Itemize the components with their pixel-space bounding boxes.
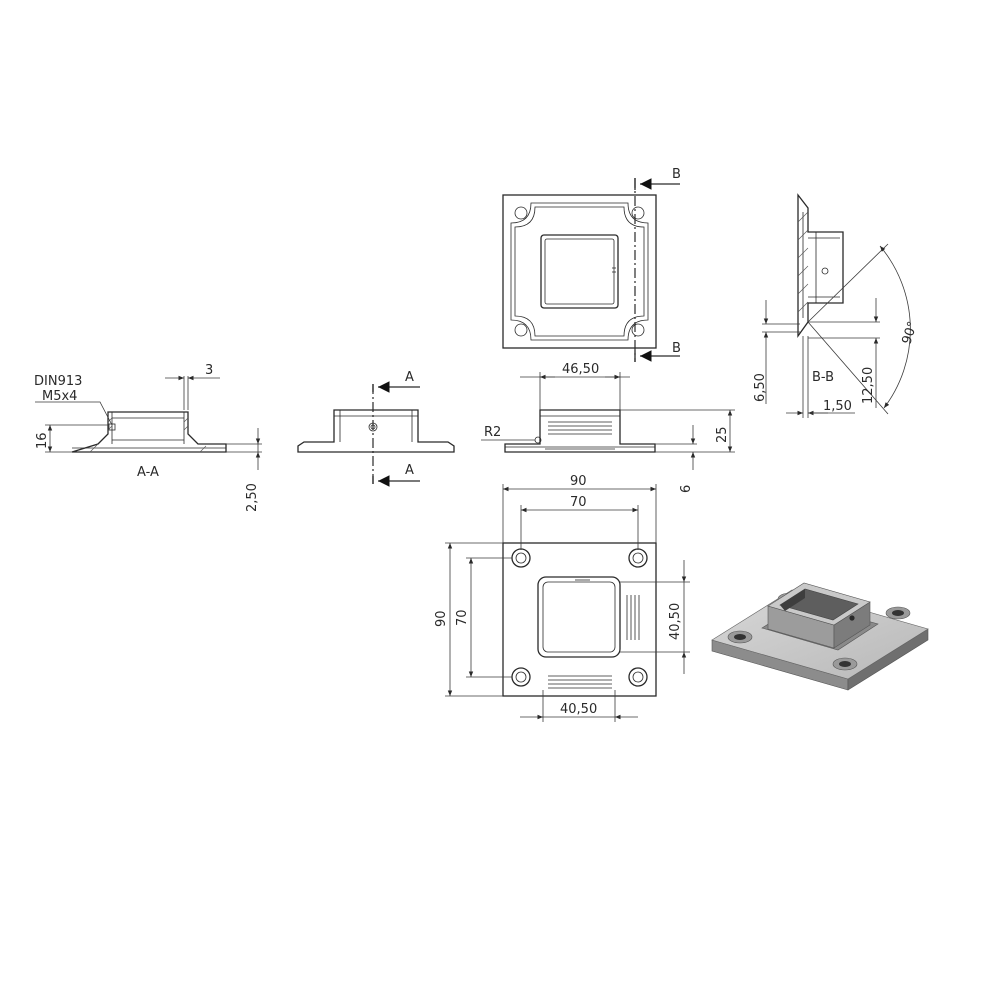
fastener-note-line2: M5x4 (42, 389, 77, 404)
tube-ribbing (545, 421, 615, 450)
fastener-note-line1: DIN913 (34, 374, 82, 389)
top-view-b-cut: B B (502, 167, 681, 362)
dim-hole-spacing: 70 (570, 495, 587, 510)
section-view-b-b: 90° 6,50 12,50 1,50 B-B (753, 193, 921, 418)
tube-ribbing (548, 595, 640, 689)
dim-wall-thickness: 3 (205, 363, 213, 378)
section-hatching (797, 211, 809, 313)
cut-marker-b-bottom: B (672, 341, 681, 356)
dim-plate-width: 90 (570, 474, 587, 489)
section-label-b-b: B-B (812, 370, 834, 385)
dim-tube-width: 40,50 (560, 702, 597, 717)
dim-countersink-angle: 90° (900, 320, 921, 347)
side-elevation-view: 46,50 R2 25 6 (481, 362, 735, 493)
set-screw (108, 423, 116, 431)
dim-hole-diameter: 6,50 (753, 373, 768, 402)
section-view-a-a: DIN913 M5x4 3 16 2,50 A-A (34, 363, 262, 512)
dim-flange-height: 16 (35, 432, 50, 449)
dim-countersink-depth: 1,50 (823, 399, 852, 414)
dim-plate-height: 6 (679, 485, 694, 493)
cut-marker-a-top: A (405, 370, 414, 385)
dim-counterbore-diameter: 12,50 (861, 367, 876, 404)
dim-plate-thickness: 2,50 (245, 483, 260, 512)
dim-radius: R2 (484, 425, 501, 440)
cut-marker-a-bottom: A (405, 463, 414, 478)
dim-hole-spacing-vertical: 70 (455, 609, 470, 626)
dim-tube-depth: 40,50 (668, 603, 683, 640)
section-label-a-a: A-A (137, 465, 159, 480)
isometric-view (711, 582, 929, 691)
plan-view: 90 70 90 70 40,50 40,50 (434, 474, 690, 722)
dim-tube-outer: 46,50 (562, 362, 599, 377)
cut-marker-b-top: B (672, 167, 681, 182)
front-view-a-cut: A A (297, 370, 455, 487)
dim-plate-width-vertical: 90 (434, 610, 449, 627)
dim-total-height: 25 (715, 426, 730, 443)
